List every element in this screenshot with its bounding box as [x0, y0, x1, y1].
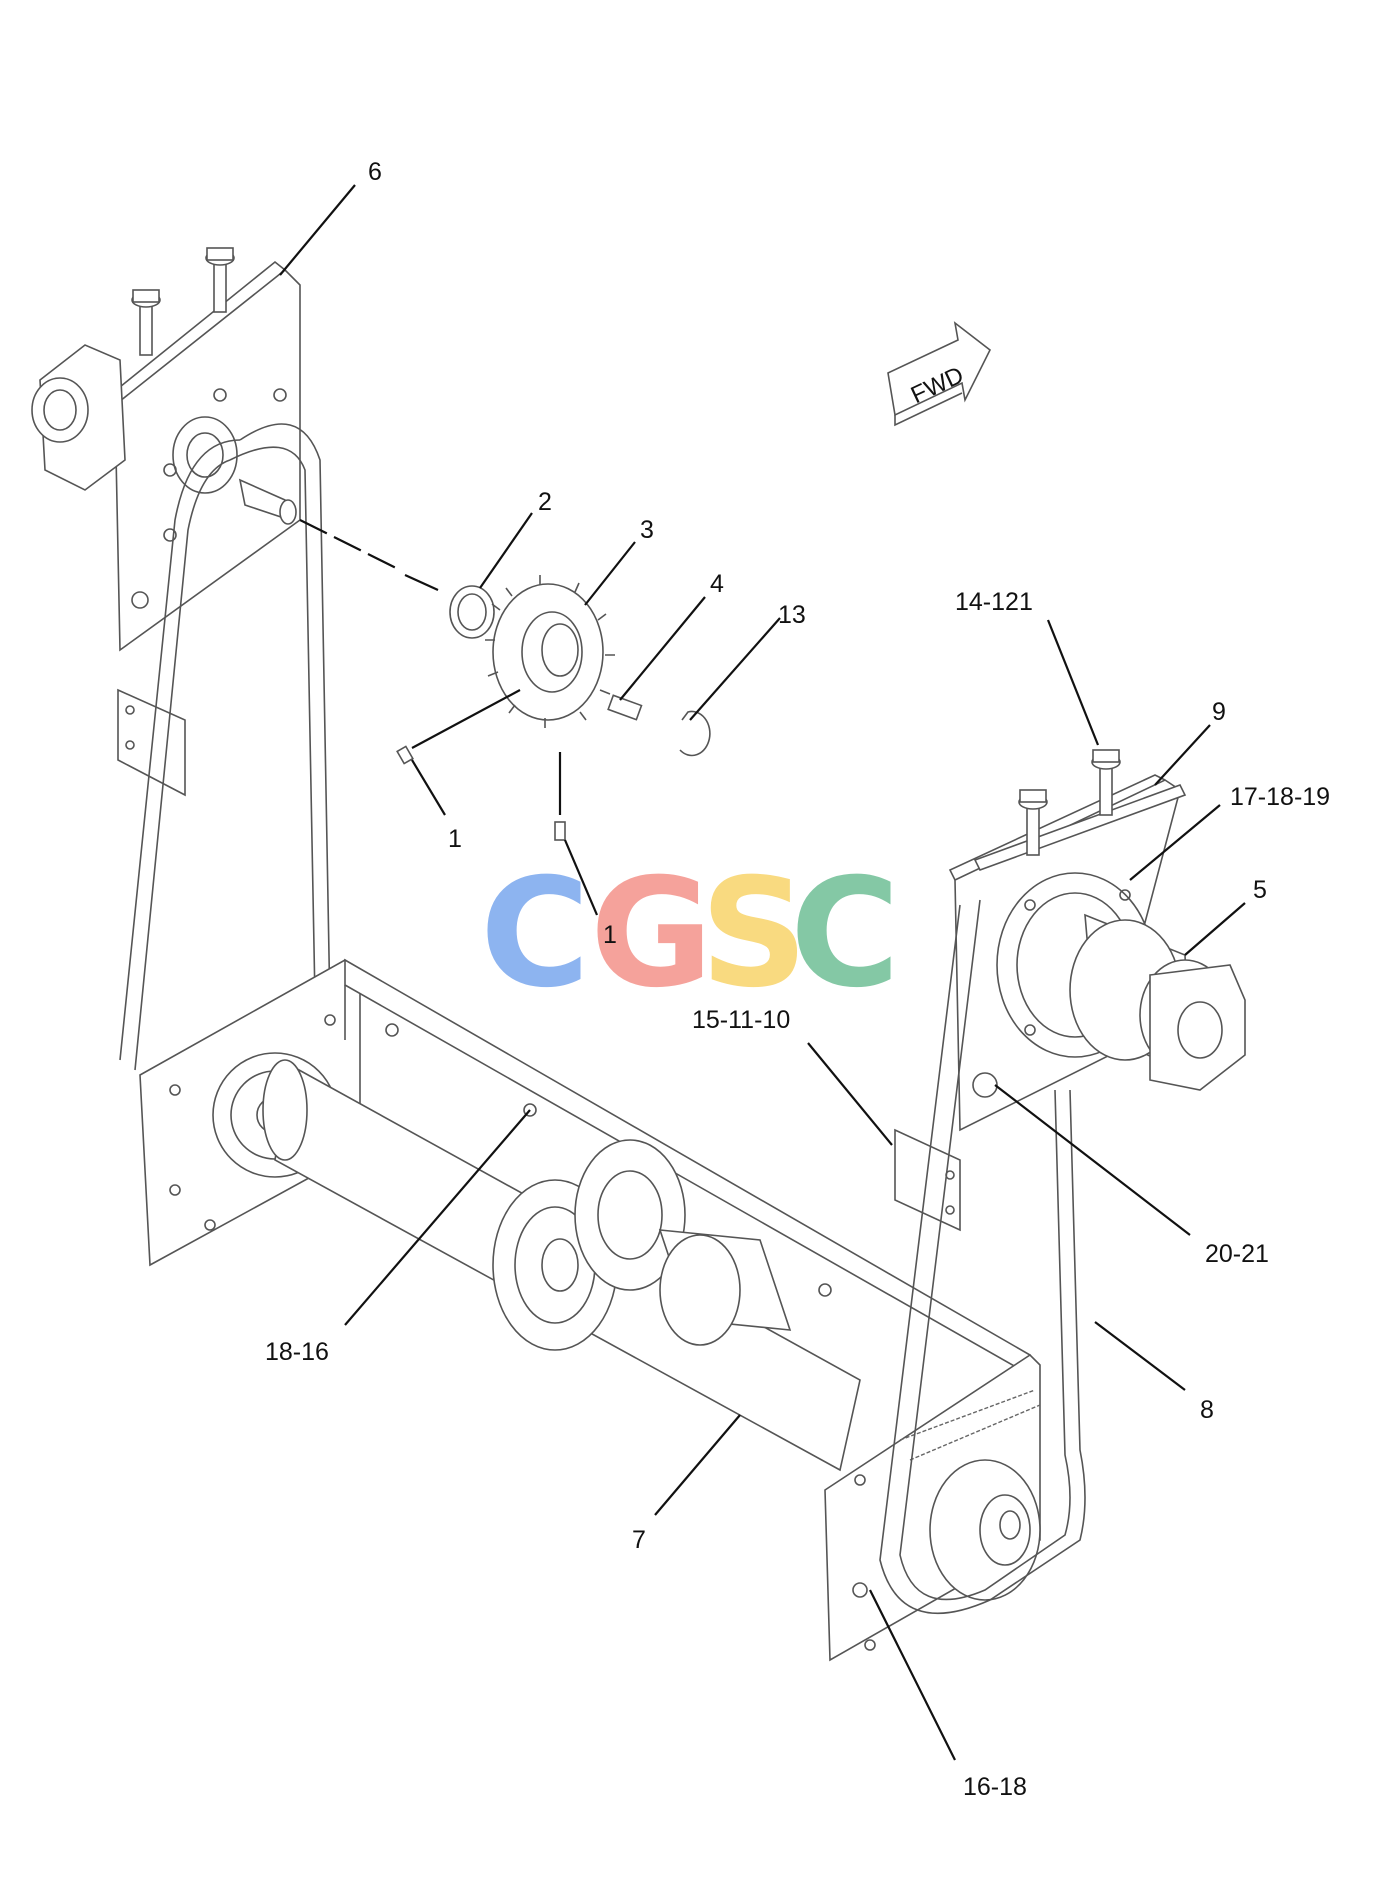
callout-18-16: 18-16: [265, 1338, 329, 1366]
key-part: [607, 694, 643, 721]
callout-3: 3: [640, 516, 654, 544]
drive-sprocket-part: [485, 575, 615, 728]
exploded-parts: [299, 519, 711, 841]
callout-7: 7: [632, 1526, 646, 1554]
center-sprockets: [492, 1139, 686, 1351]
set-screw-part-b: [554, 821, 566, 841]
callout-6: 6: [368, 158, 382, 186]
watermark: C G S C: [480, 847, 900, 1021]
callout-17-18-19: 17-18-19: [1230, 783, 1330, 811]
left-bracket-assembly: [31, 247, 301, 797]
watermark-letter-c2: C: [790, 847, 900, 1021]
callout-15-11-10: 15-11-10: [692, 1006, 790, 1034]
retaining-clip-part: [679, 710, 711, 757]
callout-1-center: 1: [603, 921, 617, 949]
callout-1-left: 1: [448, 825, 462, 853]
front-shaft-assembly: [139, 958, 1041, 1662]
callout-16-18: 16-18: [963, 1773, 1027, 1801]
forward-arrow: FWD: [887, 321, 992, 427]
watermark-letter-g: G: [590, 847, 713, 1021]
callout-labels: 6 2 3 4 13 14-121 9 17-18-19 5 1 1 15-11…: [265, 158, 1330, 1801]
callout-13: 13: [778, 601, 806, 629]
left-belt: [119, 423, 331, 1071]
set-screw-part-a: [396, 745, 414, 765]
leader-lines: [279, 184, 1246, 1761]
right-bracket-assembly: [894, 749, 1246, 1232]
watermark-letter-s: S: [700, 847, 808, 1021]
watermark-letter-c1: C: [480, 847, 590, 1021]
callout-8: 8: [1200, 1396, 1214, 1424]
callout-14-121: 14-121: [955, 588, 1033, 616]
right-belt: [879, 899, 1086, 1615]
callout-9: 9: [1212, 698, 1226, 726]
callout-5: 5: [1253, 876, 1267, 904]
callout-2: 2: [538, 488, 552, 516]
callout-20-21: 20-21: [1205, 1240, 1269, 1268]
callout-4: 4: [710, 570, 724, 598]
snap-ring-part: [449, 585, 495, 639]
